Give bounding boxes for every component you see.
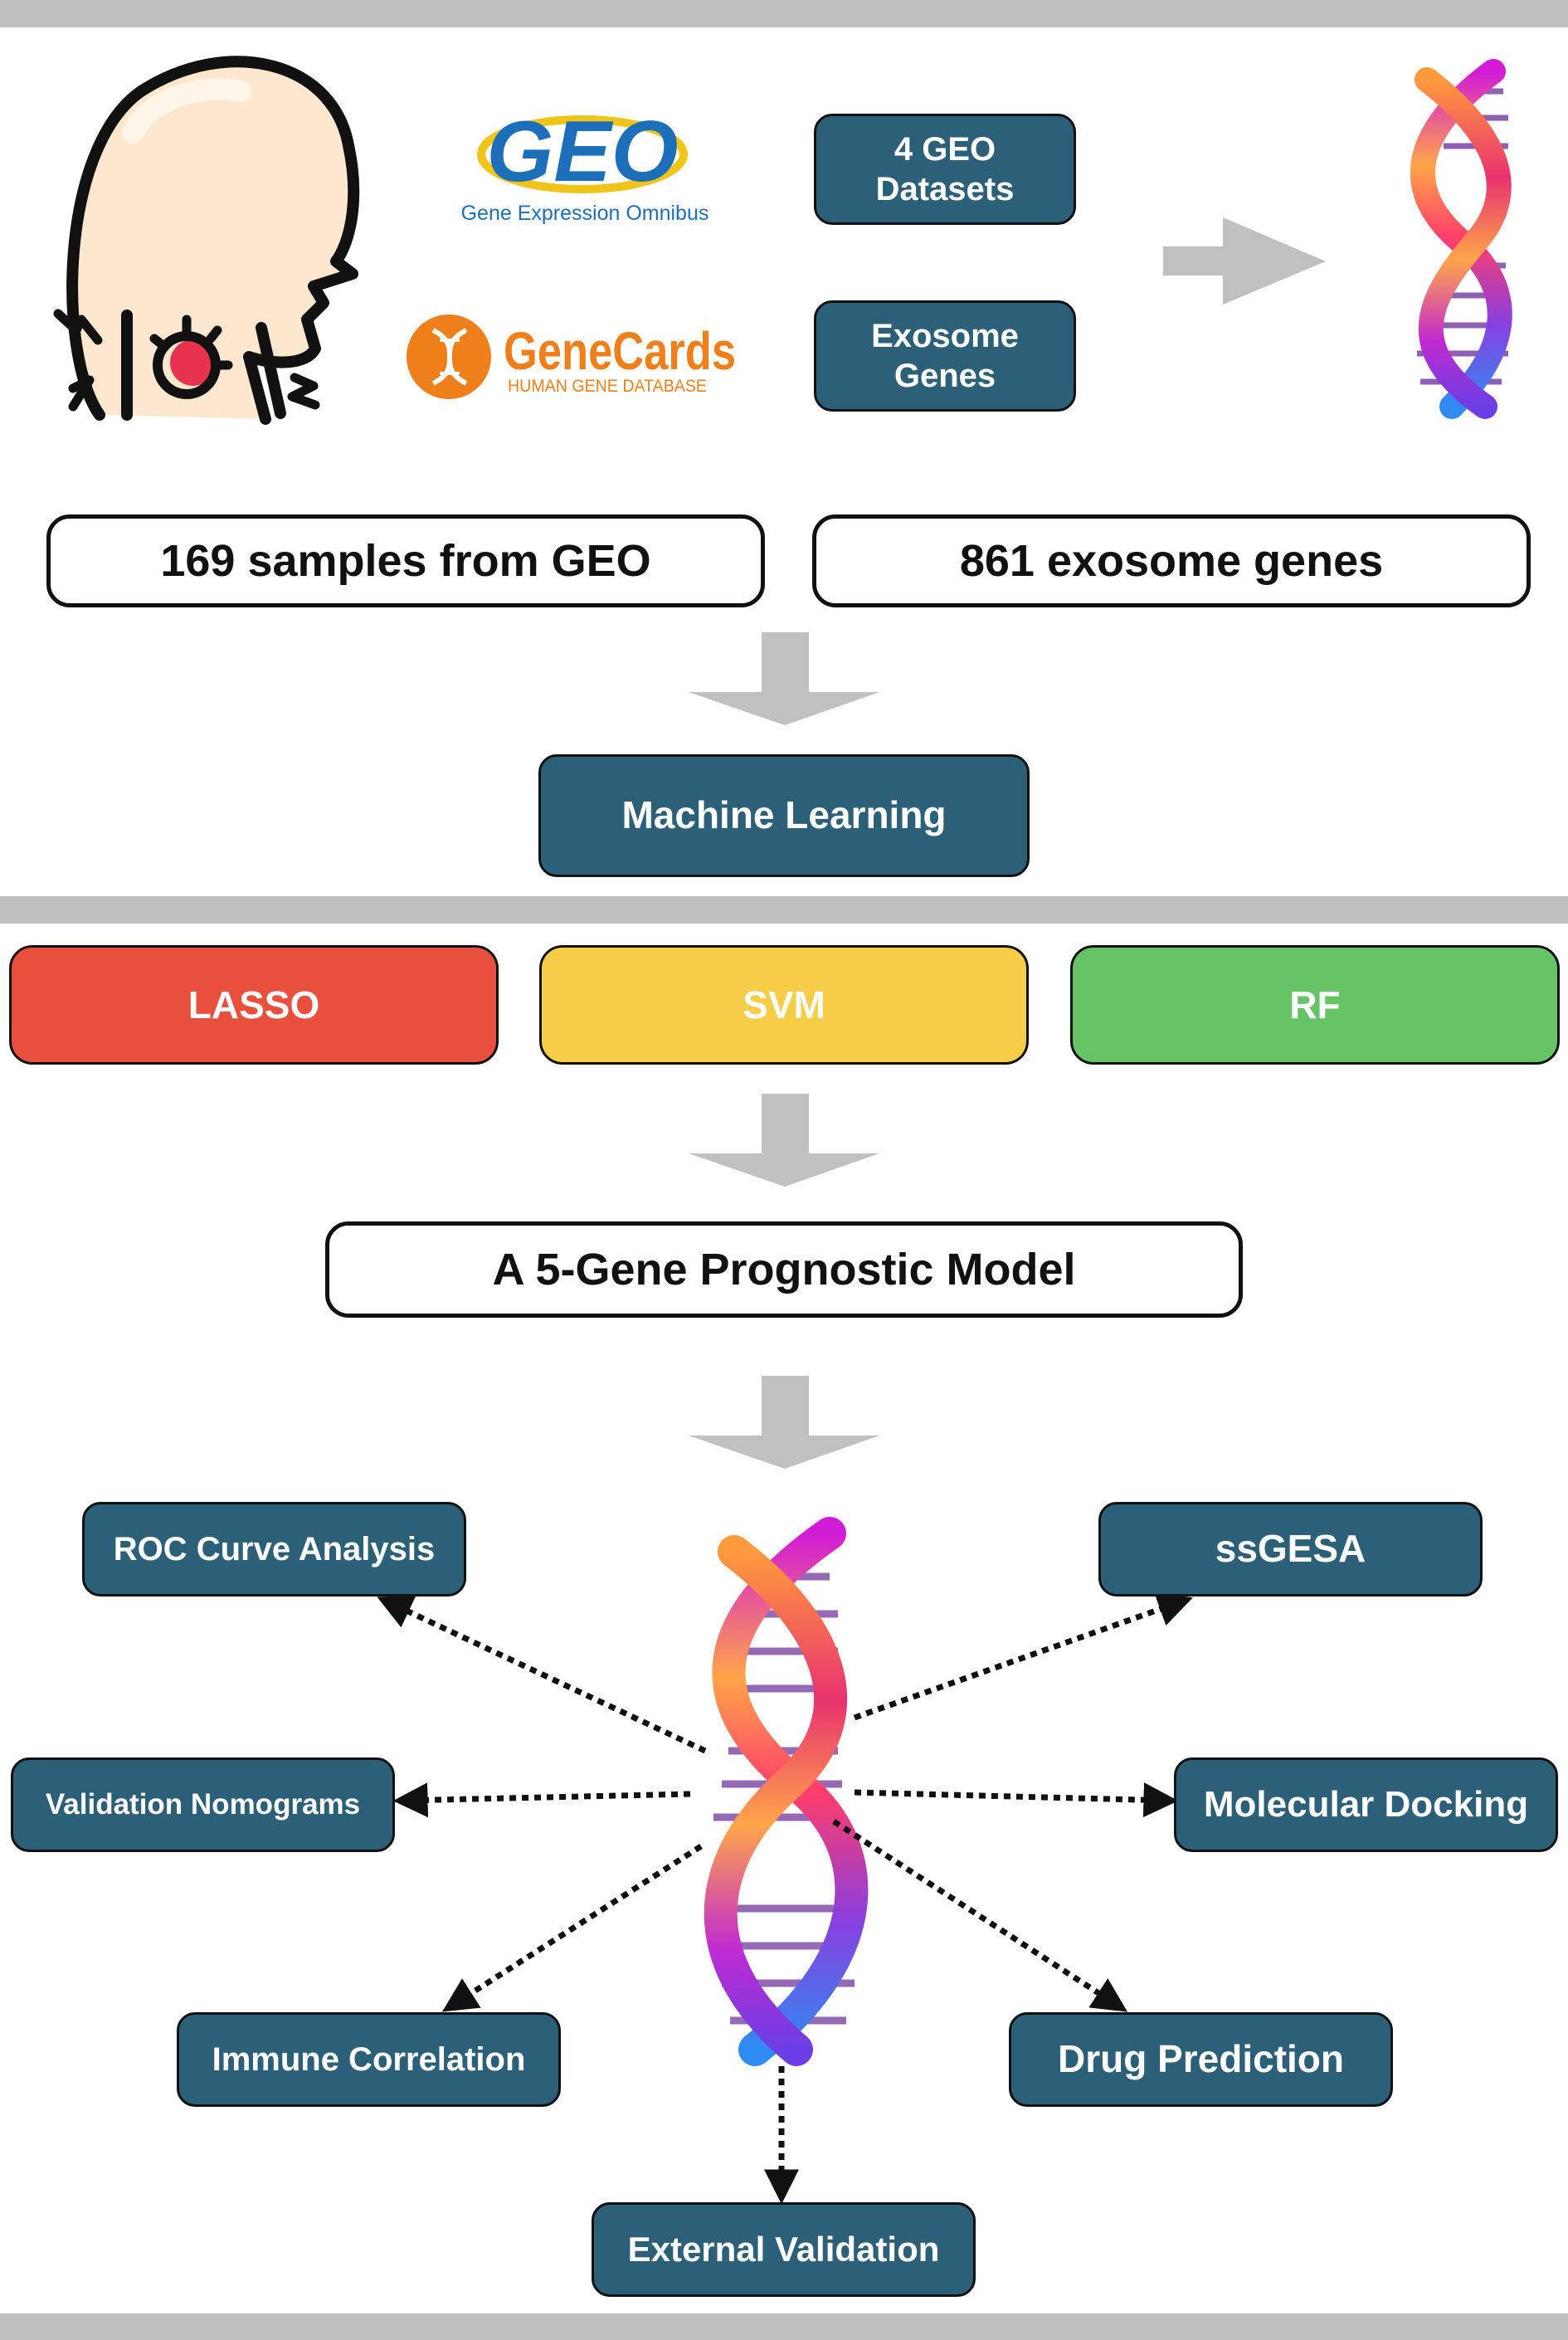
middle-divider [0, 896, 1568, 924]
geo-logo-subtitle: Gene Expression Omnibus [461, 202, 709, 225]
bottom-divider [0, 2313, 1568, 2340]
down-arrow-icon [689, 1094, 879, 1187]
geo-datasets-box: 4 GEO Datasets [814, 114, 1076, 225]
geo-logo: GEO Gene Expression Omnibus [461, 104, 709, 225]
validation-nomograms-box: Validation Nomograms [11, 1757, 395, 1852]
dna-helix-small-icon [1410, 59, 1512, 419]
immune-correlation-box: Immune Correlation [177, 2012, 561, 2107]
connector-immune [441, 1844, 703, 2012]
exosome-summary-box: 861 exosome genes [812, 514, 1531, 607]
connector-ssgesa [853, 1592, 1193, 1721]
right-arrow-icon [1163, 217, 1326, 305]
exosome-genes-box: Exosome Genes [814, 300, 1076, 412]
rf-box: RF [1070, 945, 1560, 1065]
svm-box: SVM [539, 945, 1029, 1065]
machine-learning-box: Machine Learning [538, 754, 1030, 877]
genecards-logo-subtitle: HUMAN GENE DATABASE [508, 377, 707, 396]
dna-helix-large-icon [704, 1517, 869, 2066]
geo-logo-text: GEO [486, 104, 678, 200]
genecards-logo-text: GeneCards [504, 321, 736, 381]
connector-docking [854, 1782, 1179, 1818]
connector-nomograms [392, 1782, 691, 1818]
connector-drug [832, 1819, 1128, 2012]
connector-roc [377, 1596, 707, 1754]
down-arrow-icon [689, 632, 879, 725]
genecards-logo: GeneCards HUMAN GENE DATABASE [407, 314, 736, 399]
ssgesa-box: ssGESA [1098, 1502, 1483, 1597]
top-divider [0, 0, 1568, 27]
molecular-docking-box: Molecular Docking [1174, 1757, 1558, 1852]
roc-curve-box: ROC Curve Analysis [82, 1502, 466, 1597]
analysis-connectors [377, 1592, 1193, 2205]
lasso-box: LASSO [9, 945, 499, 1065]
drug-prediction-box: Drug Prediction [1009, 2012, 1393, 2107]
prognostic-model-box: A 5-Gene Prognostic Model [325, 1221, 1243, 1318]
external-validation-box: External Validation [592, 2202, 976, 2297]
patient-head-icon [53, 56, 360, 425]
samples-summary-box: 169 samples from GEO [46, 514, 765, 607]
down-arrow-icon [689, 1376, 879, 1469]
